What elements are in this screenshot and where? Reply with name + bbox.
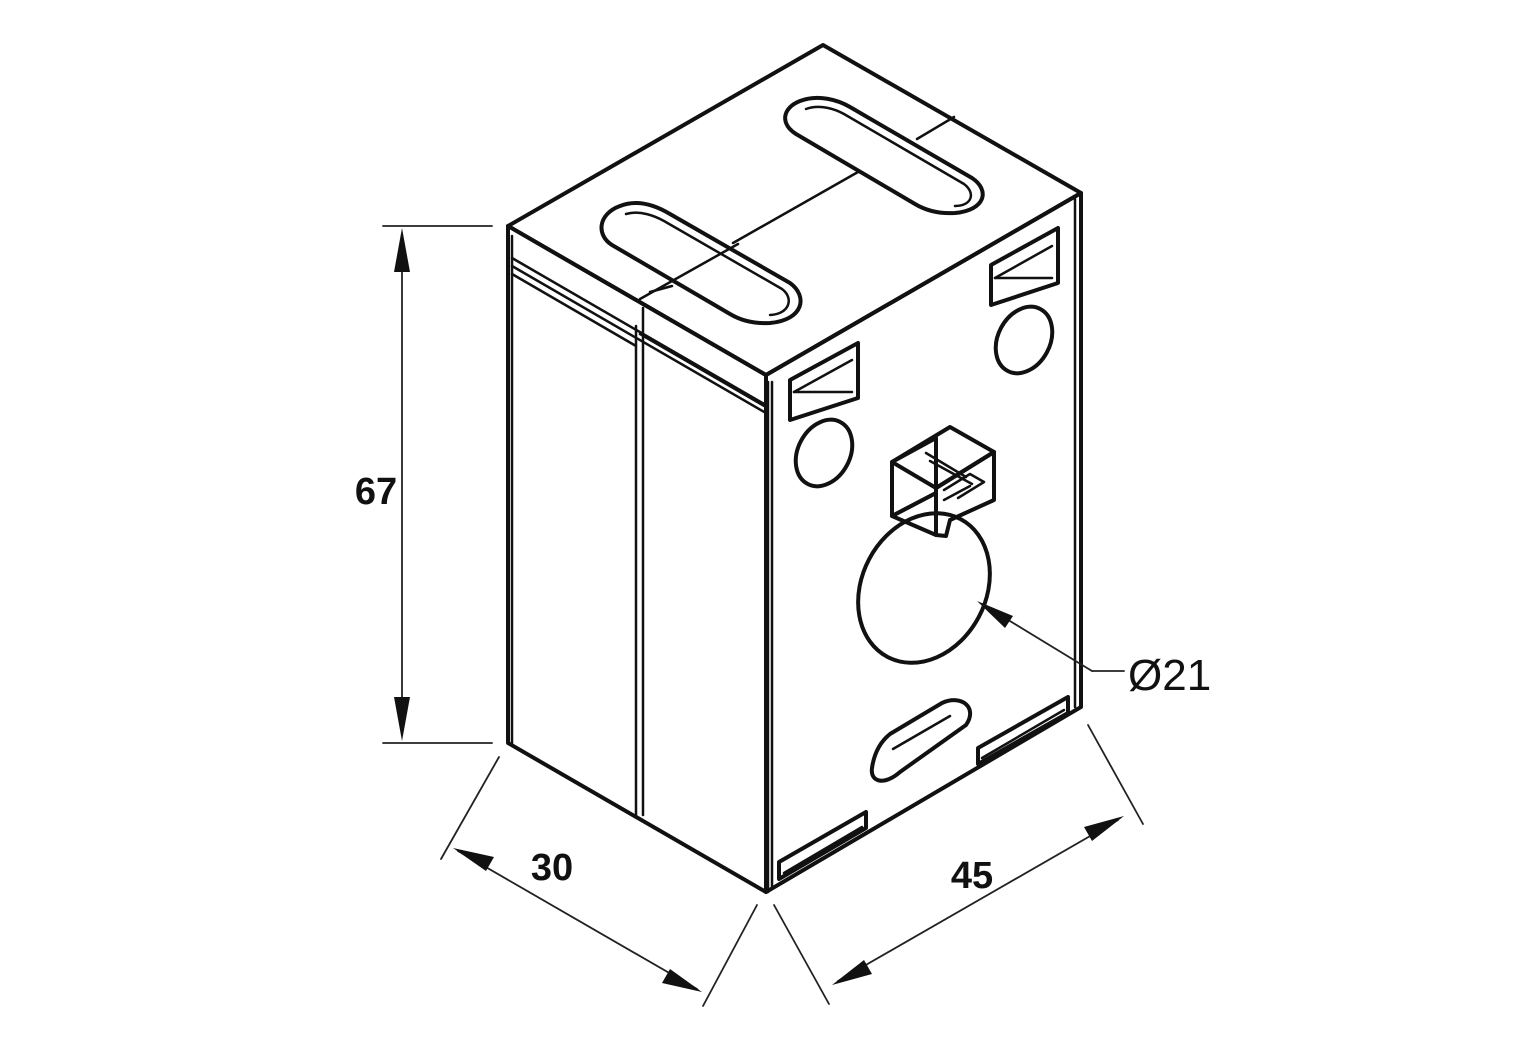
mount-hole-right (993, 304, 1055, 376)
height-arrow-bottom (394, 697, 410, 741)
mount-hole-left (793, 417, 855, 489)
width-extension-right (1087, 724, 1144, 825)
left-face-details (510, 234, 770, 894)
top-face-details (599, 95, 985, 326)
top-slot-left (599, 201, 803, 326)
top-face (506, 43, 1083, 377)
top-slot-right (783, 95, 985, 216)
mount-slot-lower-oval (869, 698, 973, 783)
conductor-window (856, 511, 992, 665)
mount-slot-upper-right (989, 226, 1060, 307)
terminal-clip (890, 425, 996, 538)
width-dimension: 45 (773, 724, 1144, 1005)
width-label: 45 (951, 855, 993, 897)
housing-outline (506, 43, 1083, 894)
diameter-callout: Ø21 (977, 601, 1211, 700)
top-seam-right (915, 115, 956, 141)
depth-arrow-left (453, 848, 494, 871)
height-dimension: 67 (355, 225, 493, 744)
right-face (764, 191, 1083, 894)
depth-dimension: 30 (440, 756, 758, 1007)
rail-slot-lower-left (777, 810, 868, 881)
rail-slot-lower-right (976, 695, 1070, 766)
depth-label: 30 (531, 847, 573, 889)
right-face-details (770, 197, 1077, 890)
width-extension-left (773, 904, 830, 1005)
diameter-arrow (977, 601, 1013, 628)
height-label: 67 (355, 471, 397, 513)
top-seam-mid (731, 170, 860, 245)
depth-extension-left (440, 756, 500, 860)
width-dimension-line (837, 819, 1119, 982)
height-arrow-top (394, 228, 410, 272)
width-arrow-right (1084, 816, 1124, 841)
depth-extension-right (702, 904, 758, 1007)
mount-slot-upper-left (788, 341, 860, 422)
diameter-label: Ø21 (1128, 651, 1211, 700)
width-arrow-left (832, 960, 872, 985)
depth-arrow-right (662, 969, 702, 992)
depth-dimension-line (457, 850, 698, 990)
